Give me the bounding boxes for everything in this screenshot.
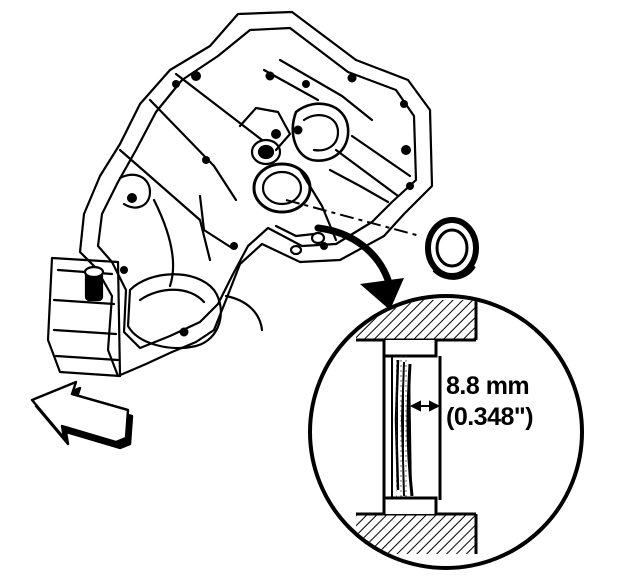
seal-bore — [252, 162, 312, 214]
cover-section-top — [356, 300, 476, 340]
callout-arrow-icon — [314, 224, 404, 310]
dimension-imperial-label: (0.348") — [446, 403, 534, 431]
dimension-metric-label: 8.8 mm — [446, 372, 530, 400]
cover-bolts — [120, 71, 414, 337]
front-direction-arrow-icon — [30, 380, 134, 450]
detail-circle — [308, 294, 584, 570]
cover-rim — [96, 26, 418, 350]
front-crank-seal — [425, 217, 479, 280]
seal-installation — [285, 199, 479, 280]
dimension-arrows — [409, 400, 441, 412]
engine-front-cover — [46, 10, 434, 378]
cover-outline — [78, 10, 434, 378]
